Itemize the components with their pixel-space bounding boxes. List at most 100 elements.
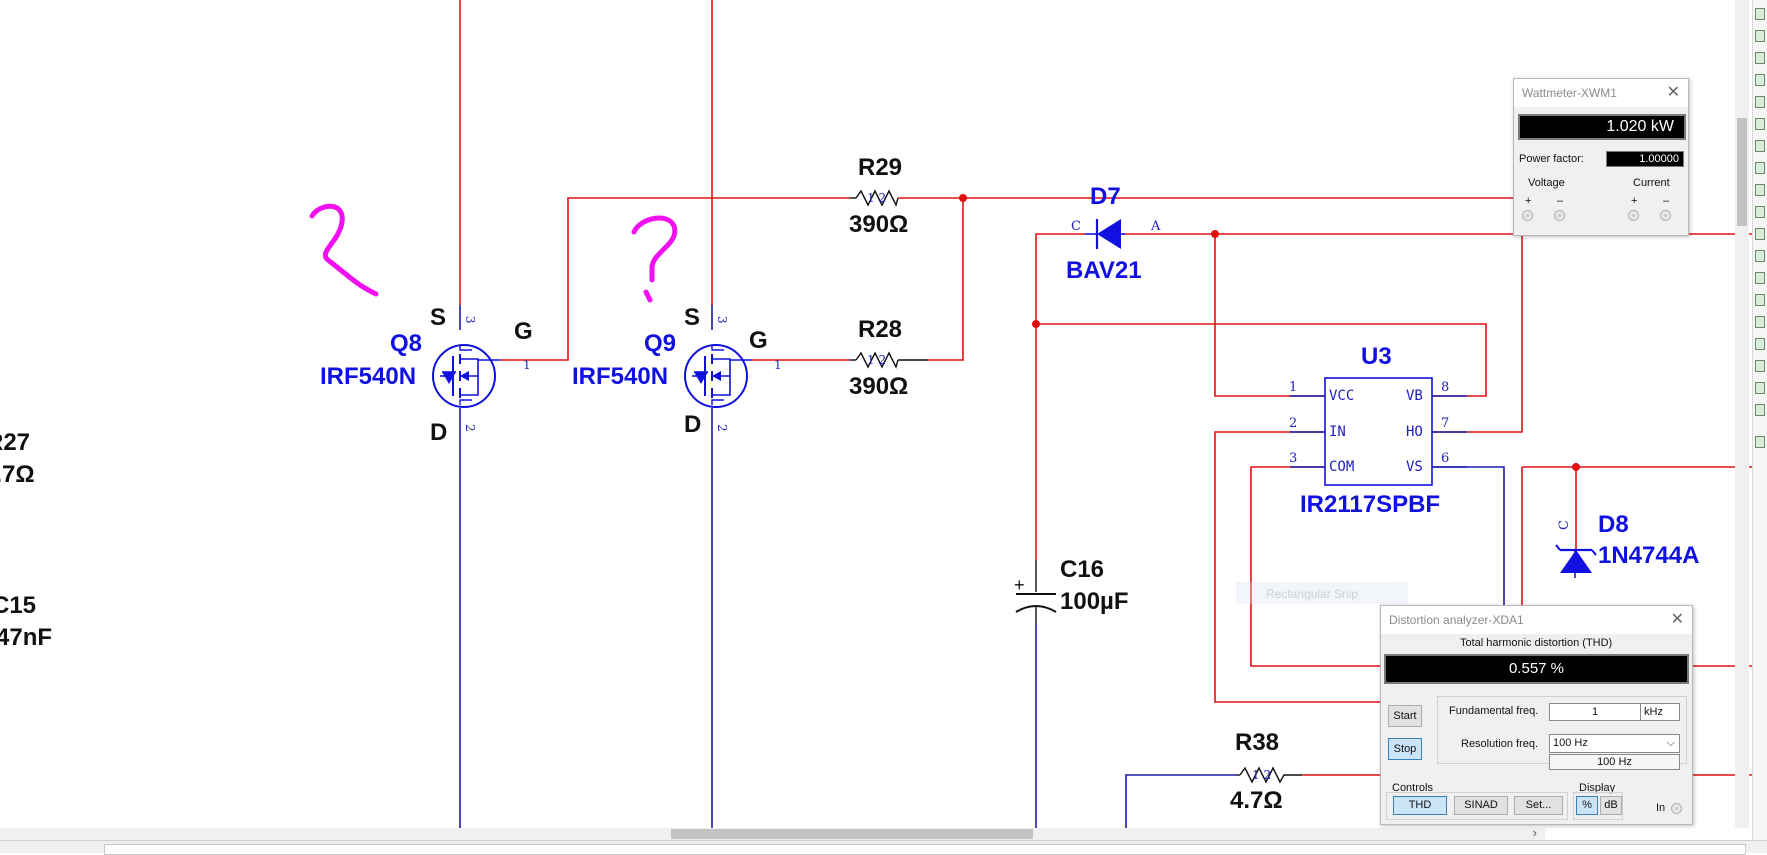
c16-name: C16 (1060, 556, 1104, 583)
close-icon[interactable]: ✕ (1670, 611, 1684, 628)
status-bar (0, 840, 1767, 855)
instrument-icon[interactable] (1755, 162, 1765, 174)
voltage-minus-label: – (1557, 195, 1564, 207)
u3-pin7-num: 7 (1441, 416, 1449, 431)
db-button[interactable]: dB (1600, 796, 1622, 815)
junction-dots (959, 194, 1580, 471)
resistor-r27[interactable]: R27 4.7Ω (0, 429, 35, 488)
resistor-r38[interactable]: R38 4.7Ω 1 2 (1230, 729, 1302, 814)
r38-name: R38 (1235, 729, 1279, 756)
d7-part: BAV21 (1066, 257, 1142, 284)
instrument-icon[interactable] (1755, 8, 1765, 20)
capacitor-c16[interactable]: + C16 100µF (1014, 556, 1129, 624)
stop-button[interactable]: Stop (1388, 738, 1422, 760)
mosfet-q9[interactable]: S G D Q9 IRF540N 3 1 2 (572, 304, 782, 438)
vertical-scroll-thumb[interactable] (1737, 118, 1747, 226)
input-terminal[interactable] (1671, 803, 1682, 814)
instrument-icon[interactable] (1755, 184, 1765, 196)
current-plus-label: + (1631, 195, 1638, 207)
resolution-freq-label: Resolution freq. (1461, 738, 1539, 750)
r38-pin-labels: 1 2 (1252, 768, 1271, 782)
voltage-minus-terminal[interactable] (1554, 210, 1565, 221)
horizontal-scrollbar[interactable]: › (0, 825, 1545, 840)
instrument-icon[interactable] (1755, 250, 1765, 262)
fundamental-unit-select[interactable]: kHz (1640, 703, 1680, 721)
voltage-label: Voltage (1528, 177, 1565, 189)
instrument-icon[interactable] (1755, 228, 1765, 240)
svg-text:Rectangular Snip: Rectangular Snip (1266, 587, 1358, 601)
vertical-scrollbar[interactable] (1735, 0, 1749, 828)
u3-name: U3 (1361, 343, 1392, 370)
resolution-readout: 100 Hz (1549, 754, 1680, 770)
current-minus-terminal[interactable] (1660, 210, 1671, 221)
scroll-right-arrow-icon[interactable]: › (1532, 825, 1537, 840)
instrument-icon[interactable] (1755, 30, 1765, 42)
thd-display: 0.557 % (1384, 654, 1689, 684)
r28-name: R28 (858, 316, 902, 343)
wattmeter-reading: 1.020 kW (1606, 118, 1674, 135)
c16-value: 100µF (1060, 588, 1129, 615)
display-group (1573, 792, 1623, 820)
instrument-icon[interactable] (1755, 404, 1765, 416)
mosfet-q8[interactable]: S G D Q8 IRF540N 3 1 2 (320, 304, 533, 446)
instrument-icon[interactable] (1755, 360, 1765, 372)
r38-value: 4.7Ω (1230, 787, 1283, 814)
fundamental-freq-input[interactable]: 1 (1549, 703, 1641, 721)
resistor-r29[interactable]: R29 390Ω 1 2 (849, 154, 908, 238)
resolution-freq-select[interactable]: 100 Hz ⌵ (1549, 734, 1680, 753)
instrument-icon[interactable] (1755, 74, 1765, 86)
thd-heading: Total harmonic distortion (THD) (1460, 637, 1613, 649)
display-label: Display (1579, 782, 1616, 794)
instrument-icon[interactable] (1755, 140, 1765, 152)
ic-u3[interactable]: U3 IR2117SPBF 1 2 3 VCC IN COM 8 7 6 VB … (1289, 343, 1467, 518)
instrument-icon[interactable] (1755, 52, 1765, 64)
q8-drain-label: D (430, 419, 447, 446)
d8-name: D8 (1598, 511, 1629, 538)
hand-annotations (309, 203, 678, 303)
instrument-icon[interactable] (1755, 382, 1765, 394)
close-icon[interactable]: ✕ (1666, 84, 1680, 101)
settings-button[interactable]: Set... (1514, 796, 1563, 815)
instrument-icon[interactable] (1755, 338, 1765, 350)
q8-pin-g: 1 (523, 358, 531, 372)
current-minus-label: – (1663, 195, 1670, 207)
start-button[interactable]: Start (1388, 705, 1422, 727)
resistor-r28[interactable]: R28 390Ω 1 2 (849, 316, 928, 400)
thd-button[interactable]: THD (1393, 796, 1447, 815)
distortion-title-bar[interactable]: Distortion analyzer-XDA1 ✕ (1381, 606, 1692, 634)
wattmeter-window[interactable]: Wattmeter-XWM1 ✕ 1.020 kW Power factor: … (1513, 78, 1689, 236)
instrument-icon[interactable] (1755, 316, 1765, 328)
sinad-button[interactable]: SINAD (1454, 796, 1508, 815)
q9-pin-d: 2 (715, 424, 729, 432)
r29-value: 390Ω (849, 211, 908, 238)
input-terminal-label: In (1656, 802, 1666, 814)
d8-part: 1N4744A (1598, 542, 1699, 569)
d8-cathode-label: C (1557, 520, 1572, 530)
power-factor-label: Power factor: (1519, 153, 1584, 165)
q8-pin-d: 2 (463, 424, 477, 432)
controls-label: Controls (1392, 782, 1433, 794)
q9-source-label: S (684, 304, 700, 331)
q9-gate-label: G (749, 327, 768, 354)
instrument-icon[interactable] (1755, 436, 1765, 448)
horizontal-scroll-thumb[interactable] (671, 829, 1033, 839)
instrument-icon[interactable] (1755, 294, 1765, 306)
capacitor-c15[interactable]: C15 47nF (0, 592, 52, 651)
distortion-analyzer-window[interactable]: Distortion analyzer-XDA1 ✕ Total harmoni… (1380, 605, 1693, 825)
current-plus-terminal[interactable] (1628, 210, 1639, 221)
instrument-icon[interactable] (1755, 272, 1765, 284)
instrument-icon[interactable] (1755, 206, 1765, 218)
diode-d7[interactable]: D7 BAV21 C A (1066, 183, 1161, 284)
zener-d8[interactable]: D8 1N4744A C (1555, 511, 1699, 573)
percent-button[interactable]: % (1576, 796, 1598, 815)
voltage-plus-terminal[interactable] (1522, 210, 1533, 221)
r27-value: 4.7Ω (0, 461, 35, 488)
u3-pin-in: IN (1329, 424, 1346, 440)
distortion-title: Distortion analyzer-XDA1 (1389, 613, 1524, 627)
u3-pin1-num: 1 (1289, 380, 1297, 395)
wattmeter-title-bar[interactable]: Wattmeter-XWM1 ✕ (1514, 79, 1688, 107)
instrument-icon[interactable] (1755, 96, 1765, 108)
instrument-icon[interactable] (1755, 118, 1765, 130)
d7-cathode-label: C (1071, 219, 1081, 234)
